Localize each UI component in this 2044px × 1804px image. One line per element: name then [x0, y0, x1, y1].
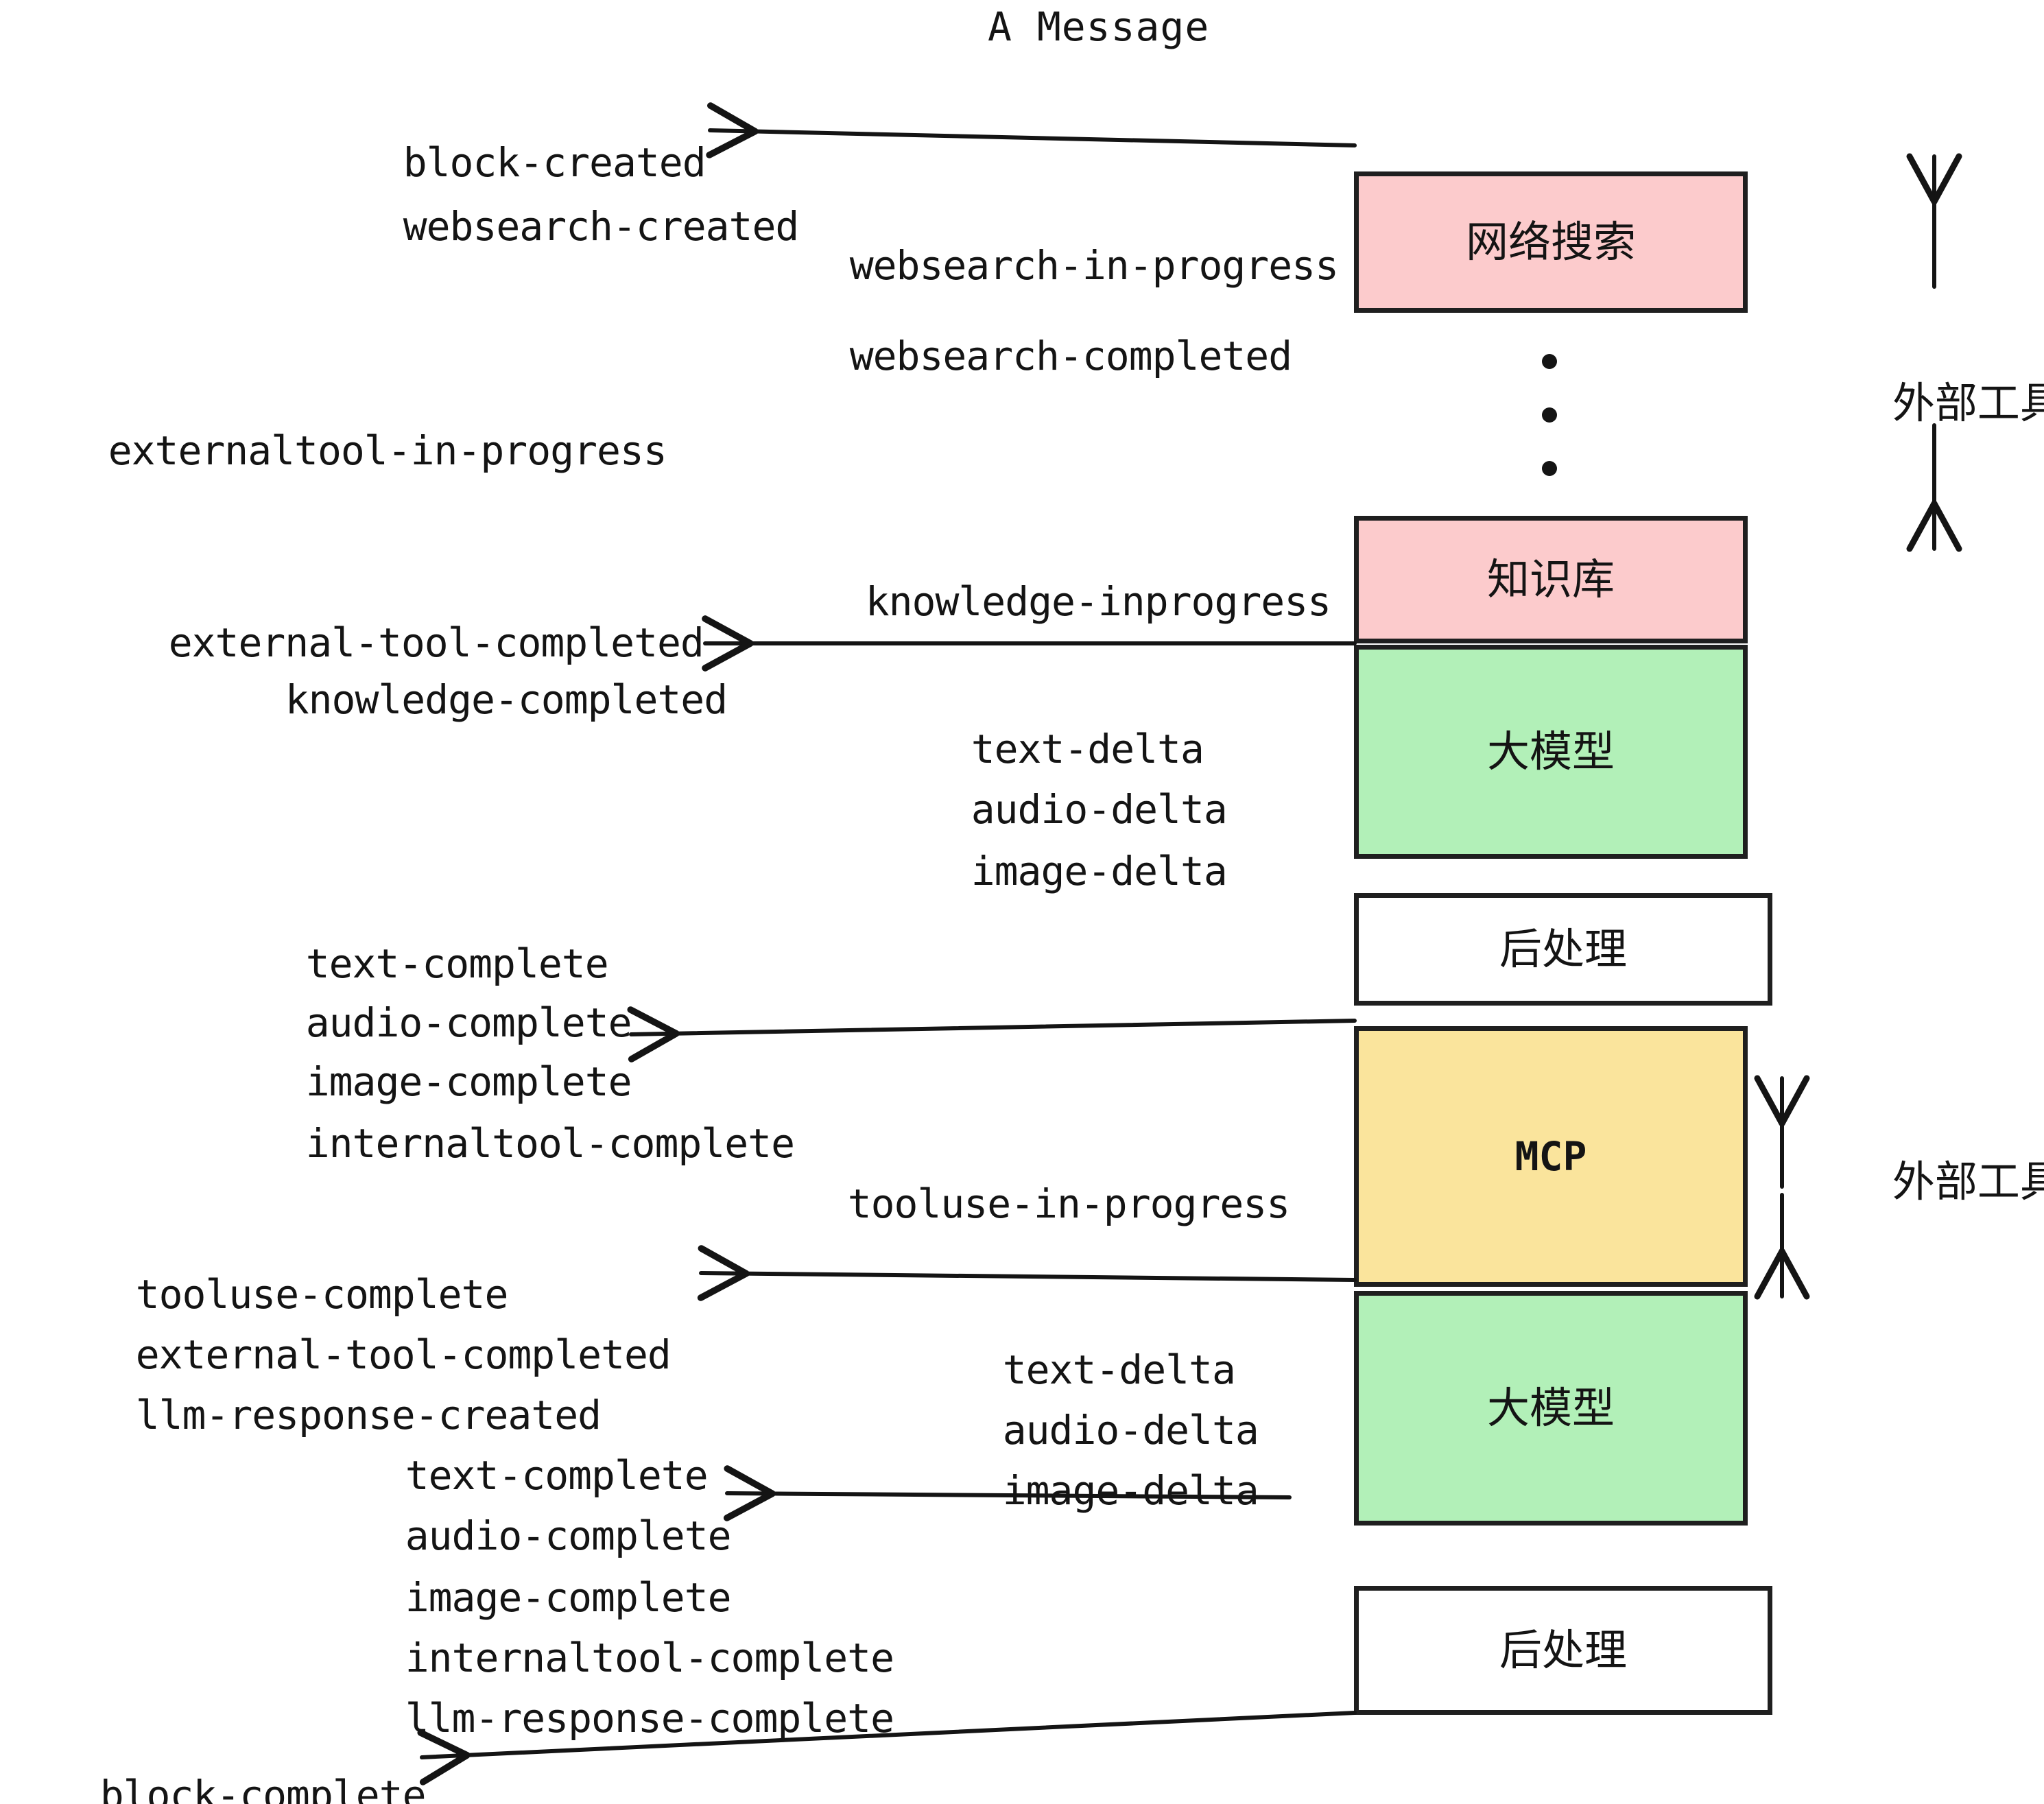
event-websearch-completed-text: websearch-completed [849, 333, 1292, 379]
node-postprocess-top[interactable]: 后处理 [1354, 893, 1772, 1006]
event-tooluse-complete-text: tooluse-complete [135, 1271, 509, 1318]
event-externaltool-in-progress-text: externaltool-in-progress [108, 427, 667, 474]
event-audio-complete-1-text: audio-complete [305, 999, 632, 1046]
node-llm-top-label: 大模型 [1486, 726, 1615, 776]
event-audio-delta-1-text: audio-delta [971, 786, 1228, 833]
event-text-complete-1: text-complete [213, 904, 609, 1023]
event-externaltool-in-progress: externaltool-in-progress [15, 391, 667, 510]
event-text-delta-1: text-delta [878, 689, 1204, 809]
event-websearch-in-progress-text: websearch-in-progress [849, 242, 1339, 289]
event-audio-complete-2: audio-complete [312, 1476, 732, 1595]
group-label-external-tools-top: 外部工具 [1838, 340, 2044, 467]
arrow-websearch-to-block-created [706, 102, 1357, 158]
event-external-tool-completed-1: external-tool-completed [75, 583, 704, 702]
event-knowledge-completed: knowledge-completed [192, 640, 728, 759]
ellipsis-dot-3 [1542, 461, 1557, 476]
event-audio-delta-1: audio-delta [878, 750, 1228, 869]
node-websearch-label: 网络搜索 [1465, 217, 1636, 267]
arrow-postprocess-to-image-complete [627, 1006, 1357, 1063]
node-knowledge-label: 知识库 [1486, 554, 1615, 604]
node-websearch[interactable]: 网络搜索 [1354, 171, 1748, 313]
ellipsis-dot-1 [1542, 354, 1557, 369]
event-internaltool-complete-2-text: internaltool-complete [405, 1635, 894, 1681]
event-internaltool-complete-1-text: internaltool-complete [305, 1120, 795, 1167]
event-block-created: block-created [310, 103, 706, 222]
event-external-tool-completed-2-text: external-tool-completed [135, 1331, 672, 1378]
event-websearch-in-progress: websearch-in-progress [757, 206, 1339, 325]
event-text-delta-1-text: text-delta [971, 726, 1204, 772]
event-audio-delta-2: audio-delta [910, 1370, 1259, 1490]
node-knowledge[interactable]: 知识库 [1354, 516, 1748, 643]
event-external-tool-completed-1-text: external-tool-completed [168, 619, 704, 666]
event-block-complete-text: block-complete [99, 1772, 427, 1804]
node-mcp[interactable]: MCP [1354, 1026, 1748, 1287]
event-text-delta-2-text: text-delta [1002, 1346, 1236, 1393]
event-image-delta-2-text: image-delta [1002, 1467, 1259, 1514]
event-websearch-completed: websearch-completed [757, 296, 1292, 416]
node-postprocess-bottom-label: 后处理 [1499, 1625, 1627, 1675]
event-llm-response-created-text: llm-response-created [135, 1392, 602, 1438]
event-text-complete-2: text-complete [312, 1416, 709, 1535]
node-llm-bottom[interactable]: 大模型 [1354, 1291, 1748, 1526]
event-tooluse-in-progress: tooluse-in-progress [754, 1144, 1290, 1263]
node-llm-bottom-label: 大模型 [1486, 1383, 1615, 1433]
event-image-delta-1-text: image-delta [971, 848, 1228, 894]
event-image-complete-1-text: image-complete [305, 1058, 632, 1105]
node-llm-top[interactable]: 大模型 [1354, 645, 1748, 859]
page-title: A Message [988, 3, 1210, 50]
group-label-external-tools-top-text: 外部工具 [1892, 378, 2044, 428]
event-websearch-created-text: websearch-created [403, 203, 800, 250]
node-postprocess-top-label: 后处理 [1499, 924, 1627, 974]
event-text-delta-2: text-delta [910, 1310, 1236, 1429]
node-mcp-label: MCP [1514, 1133, 1587, 1180]
event-text-complete-2-text: text-complete [405, 1452, 709, 1499]
event-internaltool-complete-2: internaltool-complete [312, 1598, 894, 1718]
event-image-delta-2: image-delta [910, 1431, 1259, 1550]
event-websearch-created: websearch-created [310, 167, 800, 286]
group-label-external-tools-bottom-text: 外部工具 [1892, 1156, 2044, 1207]
event-tooluse-in-progress-text: tooluse-in-progress [847, 1180, 1290, 1227]
event-image-complete-1: image-complete [213, 1022, 632, 1141]
event-knowledge-inprogress: knowledge-inprogress [772, 542, 1331, 661]
event-block-complete: block-complete [7, 1735, 427, 1804]
event-image-delta-1: image-delta [878, 811, 1228, 931]
ellipsis-dot-2 [1542, 407, 1557, 423]
event-audio-complete-2-text: audio-complete [405, 1512, 732, 1559]
event-internaltool-complete-1: internaltool-complete [213, 1084, 795, 1203]
group-label-external-tools-bottom: 外部工具 [1838, 1118, 2044, 1246]
event-image-complete-2-text: image-complete [405, 1574, 732, 1621]
event-external-tool-completed-2: external-tool-completed [43, 1295, 672, 1414]
event-llm-response-complete-text: llm-response-complete [405, 1695, 894, 1742]
node-postprocess-bottom[interactable]: 后处理 [1354, 1586, 1772, 1715]
event-text-complete-1-text: text-complete [305, 940, 609, 987]
event-audio-complete-1: audio-complete [213, 963, 632, 1082]
event-knowledge-inprogress-text: knowledge-inprogress [865, 578, 1331, 625]
event-audio-delta-2-text: audio-delta [1002, 1407, 1259, 1453]
event-llm-response-created: llm-response-created [43, 1355, 602, 1475]
event-block-created-text: block-created [403, 139, 706, 186]
event-image-complete-2: image-complete [312, 1538, 732, 1657]
event-tooluse-complete: tooluse-complete [43, 1235, 509, 1354]
arrow-mcp-to-tooluse-complete [697, 1245, 1357, 1301]
event-knowledge-completed-text: knowledge-completed [285, 676, 728, 723]
